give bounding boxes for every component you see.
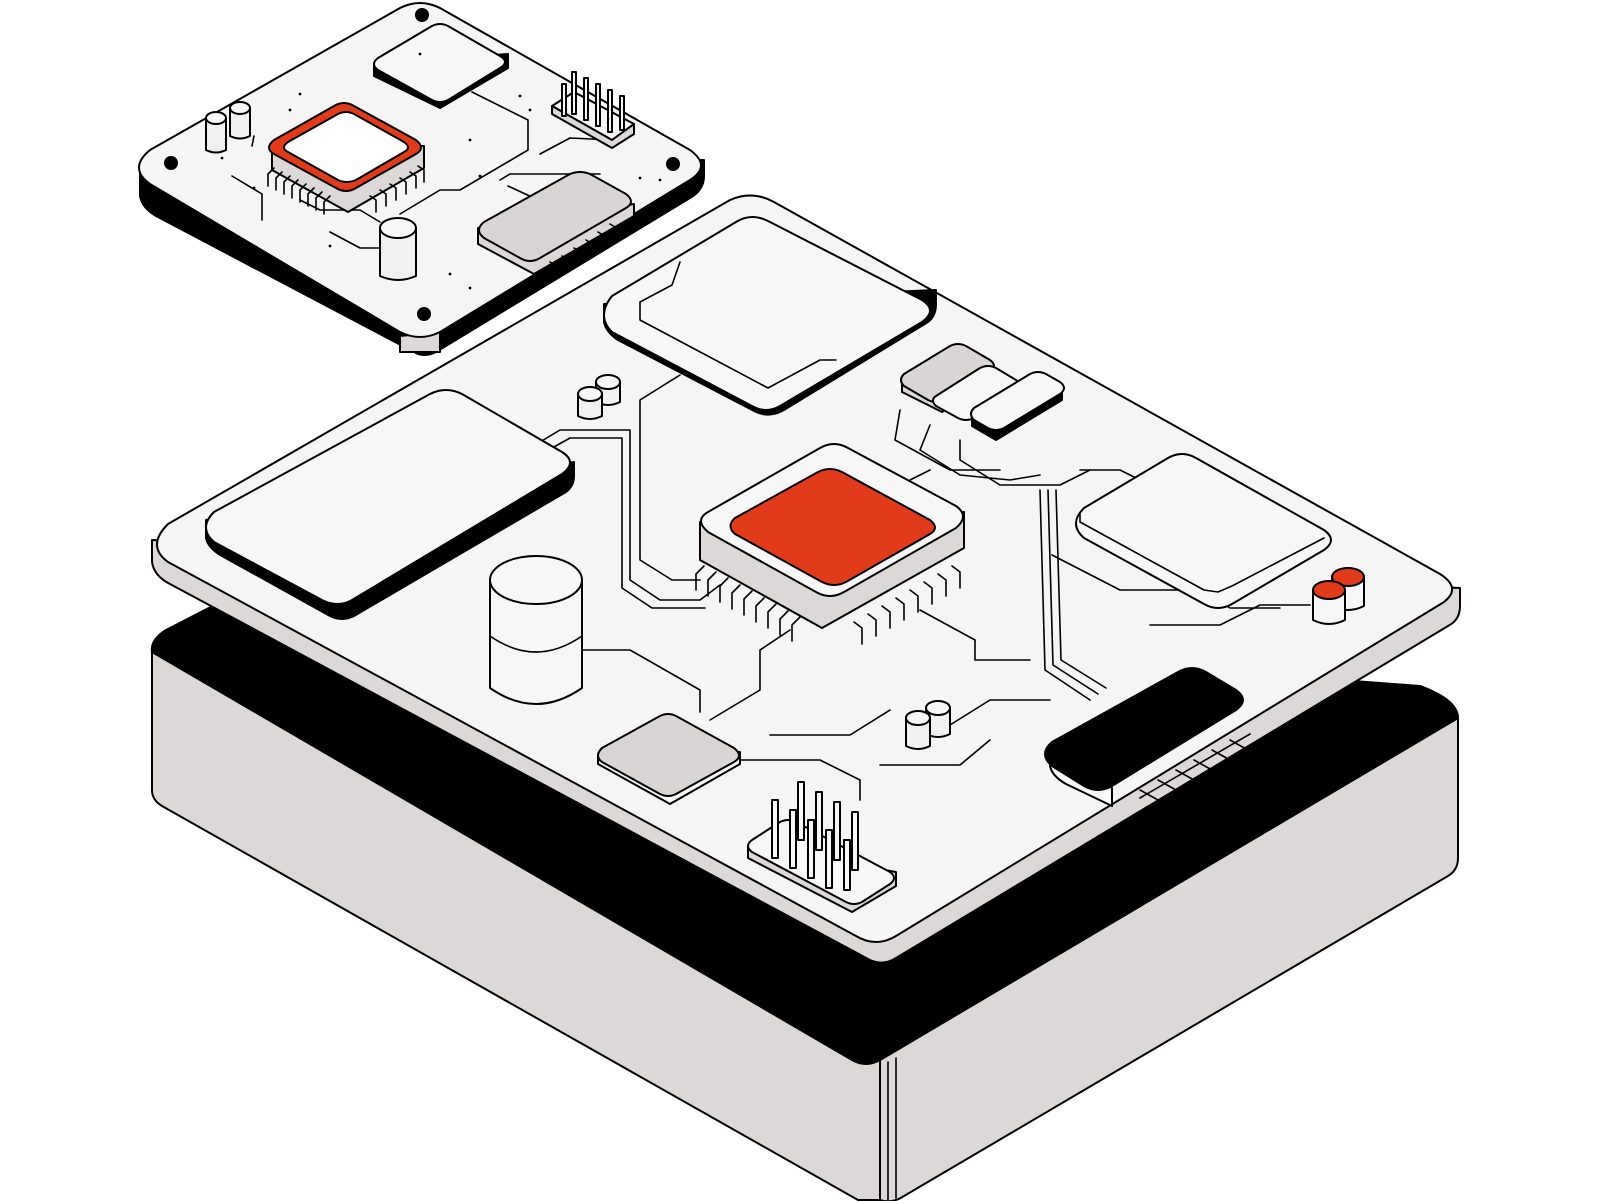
base-right-face bbox=[879, 717, 1459, 1201]
capacitor-icon bbox=[1312, 580, 1346, 600]
memory-panel-left bbox=[205, 389, 575, 620]
memory-module-grey-square bbox=[597, 713, 741, 805]
memory-module-pins bbox=[1139, 733, 1251, 801]
main-cpu bbox=[695, 443, 965, 645]
small-cpu bbox=[267, 102, 425, 215]
pin-header-icon bbox=[561, 71, 625, 133]
cpu-pins-left bbox=[695, 565, 801, 642]
board-dots bbox=[220, 52, 662, 290]
memory-panel-right bbox=[1075, 453, 1332, 609]
memory-module-icon bbox=[1044, 667, 1244, 791]
main-board-traces bbox=[534, 374, 1311, 801]
capacitor-icon bbox=[1331, 567, 1365, 587]
cylinder-storage bbox=[489, 555, 583, 705]
pin-header-main bbox=[747, 781, 897, 913]
capacitor-pair-red bbox=[1312, 567, 1365, 625]
capacitor-pair-small bbox=[577, 374, 621, 420]
memory-module-dark bbox=[1044, 667, 1251, 807]
memory-module-grey bbox=[900, 343, 1065, 441]
pin-header-icon bbox=[771, 781, 859, 891]
memory-module-grey-small bbox=[477, 171, 635, 275]
storage-cylinder-icon bbox=[489, 579, 583, 705]
capacitor-pair-center bbox=[905, 700, 951, 750]
cpu-die-icon bbox=[729, 468, 936, 586]
base-left-face bbox=[151, 651, 881, 1201]
memory-panel-top bbox=[603, 216, 937, 416]
floating-board bbox=[138, 2, 705, 356]
cpu-pins-right bbox=[853, 565, 961, 645]
pin-header-small bbox=[551, 71, 635, 149]
